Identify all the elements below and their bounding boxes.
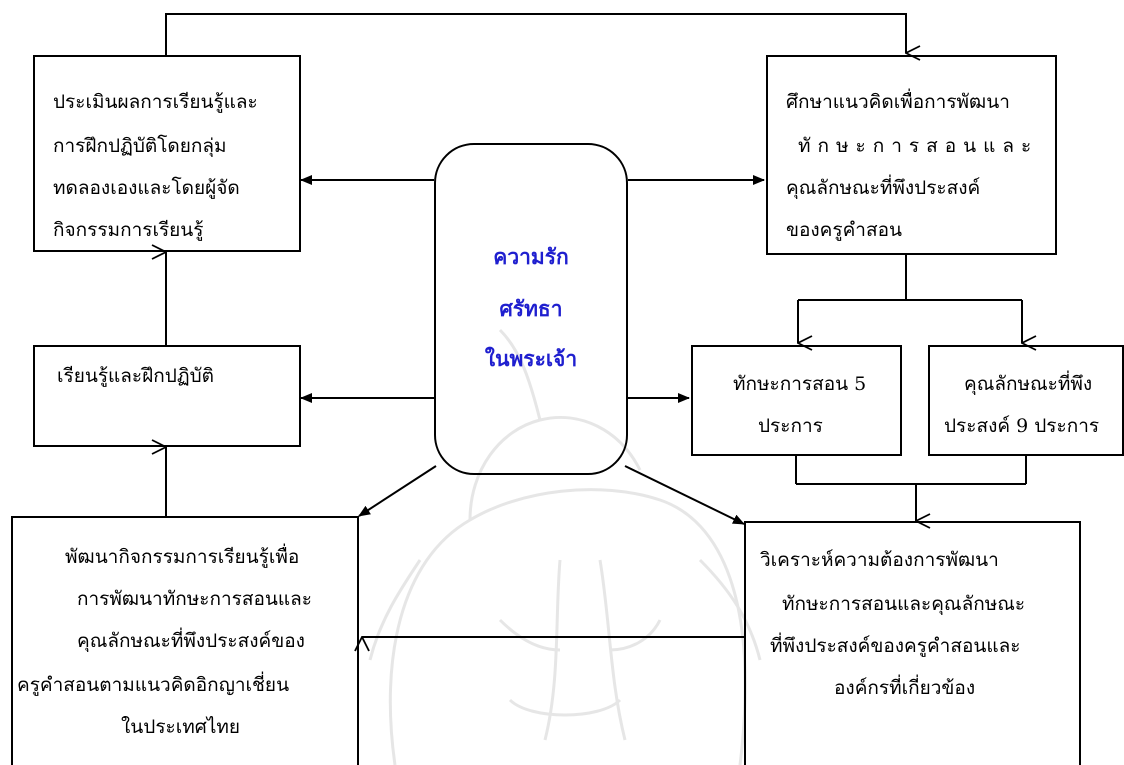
center-line-2: ศรัทธา bbox=[499, 296, 563, 321]
skills-line-1: ทักษะการสอน 5 bbox=[733, 373, 867, 395]
evaluate-line-4: กิจกรรมการเรียนรู้ bbox=[53, 219, 204, 241]
evaluate-line-3: ทดลองเองและโดยผู้จัด bbox=[53, 177, 240, 199]
develop-line-4: ครูคำสอนตามแนวคิดอิกญาเชี่ยน bbox=[17, 674, 290, 696]
skills-line-2: ประการ bbox=[758, 415, 823, 437]
skills-box: ทักษะการสอน 5 ประการ bbox=[691, 345, 902, 456]
analyze-line-3: ที่พึงประสงค์ของครูคำสอนและ bbox=[770, 635, 1021, 657]
develop-line-2: การพัฒนาทักษะการสอนและ bbox=[77, 588, 312, 610]
evaluate-box: ประเมินผลการเรียนรู้และ การฝึกปฏิบัติโดย… bbox=[33, 55, 301, 252]
center-to-develop-arrow bbox=[358, 465, 437, 517]
traits-box: คุณลักษณะที่พึง ประสงค์ 9 ประการ bbox=[928, 345, 1124, 456]
center-line-1: ความรัก bbox=[493, 244, 569, 269]
study-line-3: คุณลักษณะที่พึงประสงค์ bbox=[786, 177, 981, 199]
develop-line-3: คุณลักษณะที่พึงประสงค์ของ bbox=[77, 630, 305, 652]
analyze-line-2: ทักษะการสอนและคุณลักษณะ bbox=[782, 593, 1026, 615]
analyze-box: วิเคราะห์ความต้องการพัฒนา ทักษะการสอนและ… bbox=[744, 521, 1081, 765]
top-loop-connector bbox=[165, 13, 906, 55]
analyze-line-4: องค์กรที่เกี่ยวข้อง bbox=[834, 677, 976, 699]
center-box: ความรัก ศรัทธา ในพระเจ้า bbox=[434, 143, 628, 475]
traits-line-2: ประสงค์ 9 ประการ bbox=[944, 415, 1100, 437]
study-box: ศึกษาแนวคิดเพื่อการพัฒนา ทักษะการสอนและ … bbox=[766, 55, 1057, 255]
traits-line-1: คุณลักษณะที่พึง bbox=[964, 373, 1093, 395]
analyze-line-1: วิเคราะห์ความต้องการพัฒนา bbox=[760, 549, 999, 571]
evaluate-line-2: การฝึกปฏิบัติโดยกลุ่ม bbox=[53, 135, 227, 157]
develop-line-5: ในประเทศไทย bbox=[121, 716, 241, 738]
study-line-1: ศึกษาแนวคิดเพื่อการพัฒนา bbox=[786, 91, 1010, 113]
develop-line-1: พัฒนากิจกรรมการเรียนรู้เพื่อ bbox=[65, 546, 300, 568]
study-line-2: ทักษะการสอนและ bbox=[798, 135, 1039, 157]
evaluate-line-1: ประเมินผลการเรียนรู้และ bbox=[53, 91, 258, 113]
center-line-3: ในพระเจ้า bbox=[484, 346, 578, 371]
learn-box: เรียนรู้และฝึกปฏิบัติ bbox=[33, 345, 301, 447]
develop-box: พัฒนากิจกรรมการเรียนรู้เพื่อ การพัฒนาทัก… bbox=[11, 516, 359, 765]
learn-line-1: เรียนรู้และฝึกปฏิบัติ bbox=[57, 365, 214, 387]
study-line-4: ของครูคำสอน bbox=[786, 219, 902, 241]
center-to-analyze-arrow bbox=[624, 465, 745, 525]
